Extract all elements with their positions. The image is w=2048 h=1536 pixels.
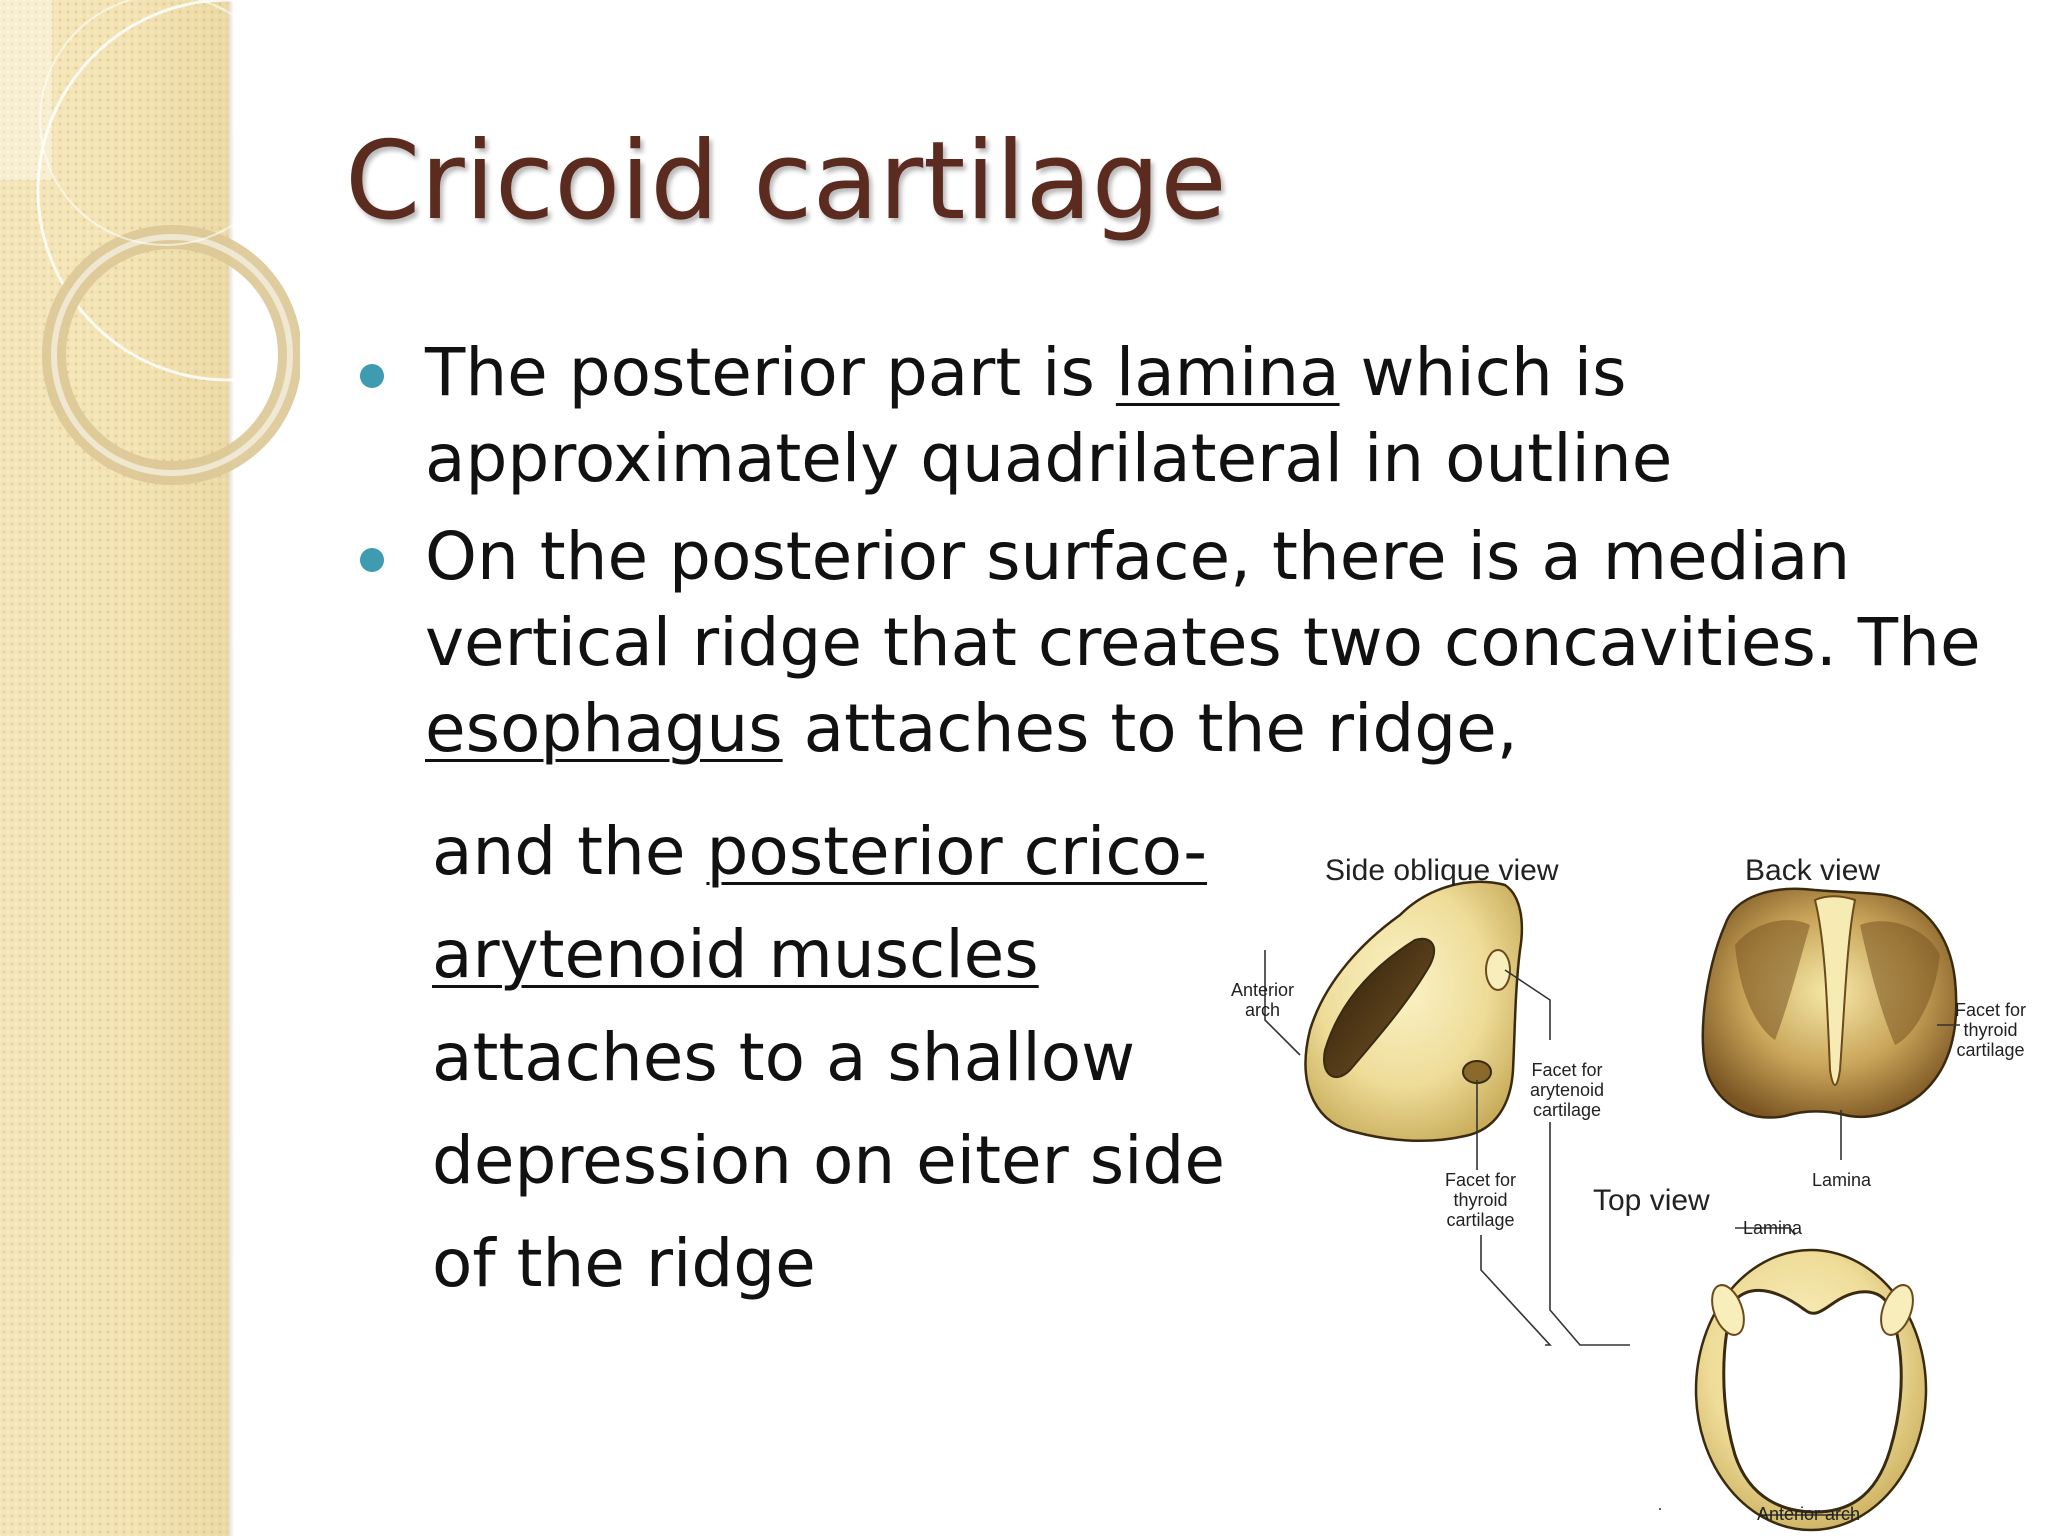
label-facet-thyroid-side: Facet for thyroid cartilage [1445,1170,1516,1230]
bullet-dot-icon [360,364,384,388]
label-line: arytenoid [1530,1080,1605,1100]
label-line: thyroid [1453,1190,1508,1210]
bullet-2-link-esophagus[interactable]: esophagus [425,690,783,767]
label-top-view: Top view [1593,1184,1710,1217]
slide-title: Cricoid cartilage [345,119,1227,244]
label-line: thyroid [1963,1020,2018,1040]
band-edge-shadow [228,0,234,1536]
label-line: Facet for [1531,1060,1603,1080]
label-anterior-arch-side: Anterior arch [1231,980,1294,1020]
continuation-line-4: depression on eiter side [432,1122,1225,1199]
label-line: cartilage [1446,1210,1515,1230]
label-line: Anterior [1231,980,1295,1000]
label-anterior-arch-top: Anterior arch [1757,1504,1861,1524]
label-side-oblique-view: Side oblique view [1325,854,1559,887]
top-view-shape [1694,1248,1928,1532]
cricoid-illustration [1264,880,1960,1532]
continuation-line-3: attaches to a shallow [432,1019,1136,1096]
label-line: cartilage [1956,1040,2025,1060]
label-line: Facet for [1445,1170,1517,1190]
label-line: cartilage [1533,1100,1602,1120]
link-posterior-crico[interactable]: posterior crico- [706,813,1208,890]
bullet-1-text-a: The posterior part is [425,334,1116,411]
decorative-rings [0,0,300,485]
continuation-paragraph: and the posterior crico- arytenoid muscl… [432,800,1232,1315]
bullet-item-1: The posterior part is lamina which is ap… [360,330,2000,502]
continuation-line-1: and the posterior crico- [432,800,1232,903]
bullet-1-link-lamina[interactable]: lamina [1115,334,1340,411]
label-back-view: Back view [1745,854,1881,887]
bullet-dot-icon [360,548,384,572]
label-facet-arytenoid: Facet for arytenoid cartilage [1530,1060,1604,1120]
continuation-prefix: and the [432,813,707,890]
cricoid-diagram: Side oblique view Back view Top view Ant… [1215,840,2048,1536]
deco-ring-thick-highlight [51,234,293,476]
label-line: Facet for [1955,1000,2027,1020]
label-facet-thyroid-back: Facet for thyroid cartilage [1955,1000,2026,1060]
deco-ring-large [36,0,300,382]
leader-lines [1264,950,1960,1516]
back-view-shape [1701,887,1958,1119]
bullet-1-text-b: which is approximately quadrilateral in … [425,334,1673,497]
link-arytenoid-muscles[interactable]: arytenoid muscles [432,916,1039,993]
bullet-2-text-b: attaches to the ridge, [782,690,1518,767]
bullet-list: The posterior part is lamina which is ap… [360,330,2000,784]
bullet-2-text-a: On the posterior surface, there is a med… [425,518,1981,681]
bullet-item-2: On the posterior surface, there is a med… [360,514,2000,772]
label-line: arch [1245,1000,1281,1020]
deco-ring-thin [39,0,291,246]
label-lamina-back: Lamina [1812,1170,1872,1190]
side-oblique-shape [1304,880,1524,1143]
label-lamina-top: Lamina [1743,1218,1803,1238]
continuation-line-5: of the ridge [432,1225,816,1302]
